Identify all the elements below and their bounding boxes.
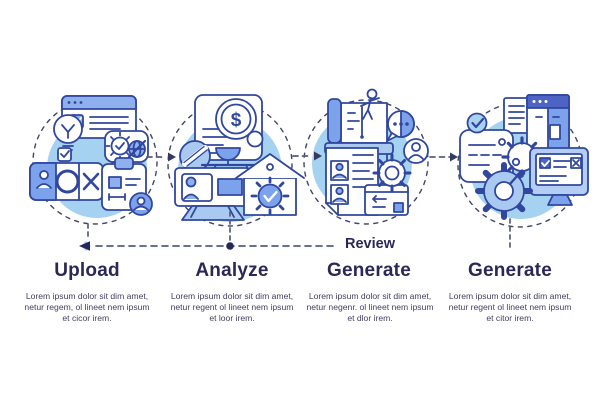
chat-dots-icon xyxy=(386,110,415,142)
review-label: Review xyxy=(345,236,395,252)
checkbox-icon xyxy=(57,147,72,162)
dashed-circle xyxy=(32,99,158,225)
dollar-document-icon: $ xyxy=(194,94,264,161)
note-card-icon xyxy=(459,129,514,183)
step-label-generate-3: Generate xyxy=(327,260,411,281)
house-gear-icon xyxy=(235,153,305,216)
svg-text:$: $ xyxy=(231,110,242,131)
arrowhead-icon xyxy=(450,152,458,162)
photo-review-card-icon xyxy=(29,162,104,201)
light-bulb-icon xyxy=(53,114,83,155)
step-label-analyze: Analyze xyxy=(195,260,269,281)
big-gear-icon xyxy=(475,162,533,220)
check-badge-icon xyxy=(466,112,488,134)
translate-bubble-icon xyxy=(104,130,149,171)
generate-cluster-icon xyxy=(457,94,589,228)
step-description-analyze: Lorem ipsum dolor sit dim amet, netur re… xyxy=(170,291,294,323)
gear-icon xyxy=(372,153,412,193)
analyze-cluster-icon: $ xyxy=(167,94,305,227)
arrowhead-icon xyxy=(314,151,322,161)
window-arrow-icon xyxy=(364,184,409,216)
clipboard-icon xyxy=(101,157,153,216)
step-description-generate-4: Lorem ipsum dolor sit dim amet, netur re… xyxy=(448,291,572,323)
step-label-generate-4: Generate xyxy=(468,260,552,281)
left-arrowhead-icon xyxy=(79,241,90,251)
dashed-circle xyxy=(303,99,429,225)
person-badge-icon xyxy=(403,138,429,164)
review-cluster-icon xyxy=(303,88,429,225)
arrowhead-icon xyxy=(168,152,176,162)
step-description-generate-3: Lorem ipsum dolor sit dim amet, netur ne… xyxy=(306,291,434,323)
upload-cluster-icon xyxy=(29,95,158,225)
checklist-monitor-icon xyxy=(529,147,589,206)
step-description-upload: Lorem ipsum dolor sit dim amet, netur re… xyxy=(24,291,150,323)
connector-dot xyxy=(226,242,234,250)
dashed-circle xyxy=(167,101,293,227)
step-label-upload: Upload xyxy=(54,260,120,281)
presentation-monitor-icon xyxy=(174,167,251,221)
